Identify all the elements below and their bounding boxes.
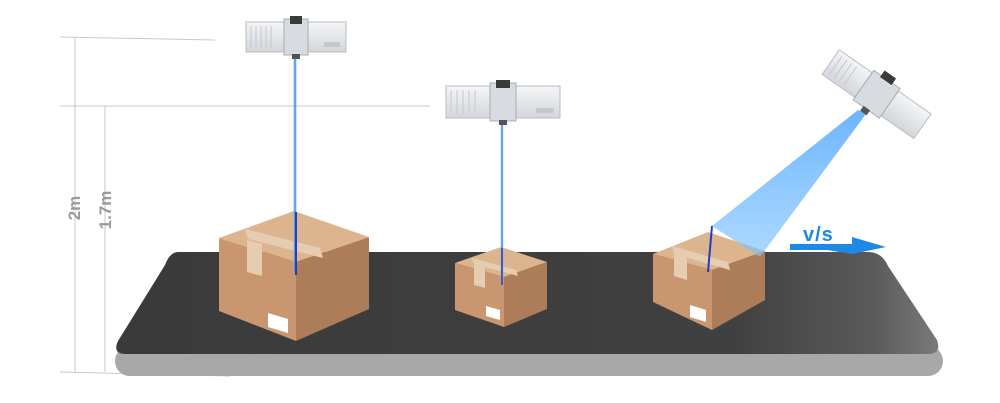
top-reference-line xyxy=(59,36,216,41)
scan-line-on-box-3 xyxy=(707,225,713,273)
box-side-face xyxy=(296,237,369,341)
box-tape xyxy=(672,246,730,270)
scanner-height-label: 1.7m xyxy=(96,191,115,230)
arrow-right-icon xyxy=(790,237,886,254)
box-tape xyxy=(472,258,518,276)
scan-beams xyxy=(293,55,866,285)
shipping-label xyxy=(690,305,706,322)
cardboard-box-large xyxy=(219,211,369,341)
scan-beam-3-fan xyxy=(712,110,866,257)
box-tape xyxy=(245,229,323,258)
barcode-scanner-icon xyxy=(245,16,347,59)
box-side-face xyxy=(712,251,765,330)
speed-label: v/s xyxy=(803,224,834,246)
barcode-scanner-icon xyxy=(445,80,561,125)
shipping-label xyxy=(486,306,500,320)
box-side-face xyxy=(504,262,547,327)
total-height-label: 2m xyxy=(65,196,84,221)
conveyor-speed-indicator: v/s xyxy=(790,224,886,254)
box-tape-front xyxy=(247,240,262,276)
box-tape-front xyxy=(674,254,687,280)
box-tape-front xyxy=(474,264,485,288)
box-front-face xyxy=(219,238,296,341)
shipping-label xyxy=(268,313,288,333)
height-dimension-guides: 2m 1.7m xyxy=(59,36,430,377)
barcode-scanner-icon xyxy=(821,49,932,140)
